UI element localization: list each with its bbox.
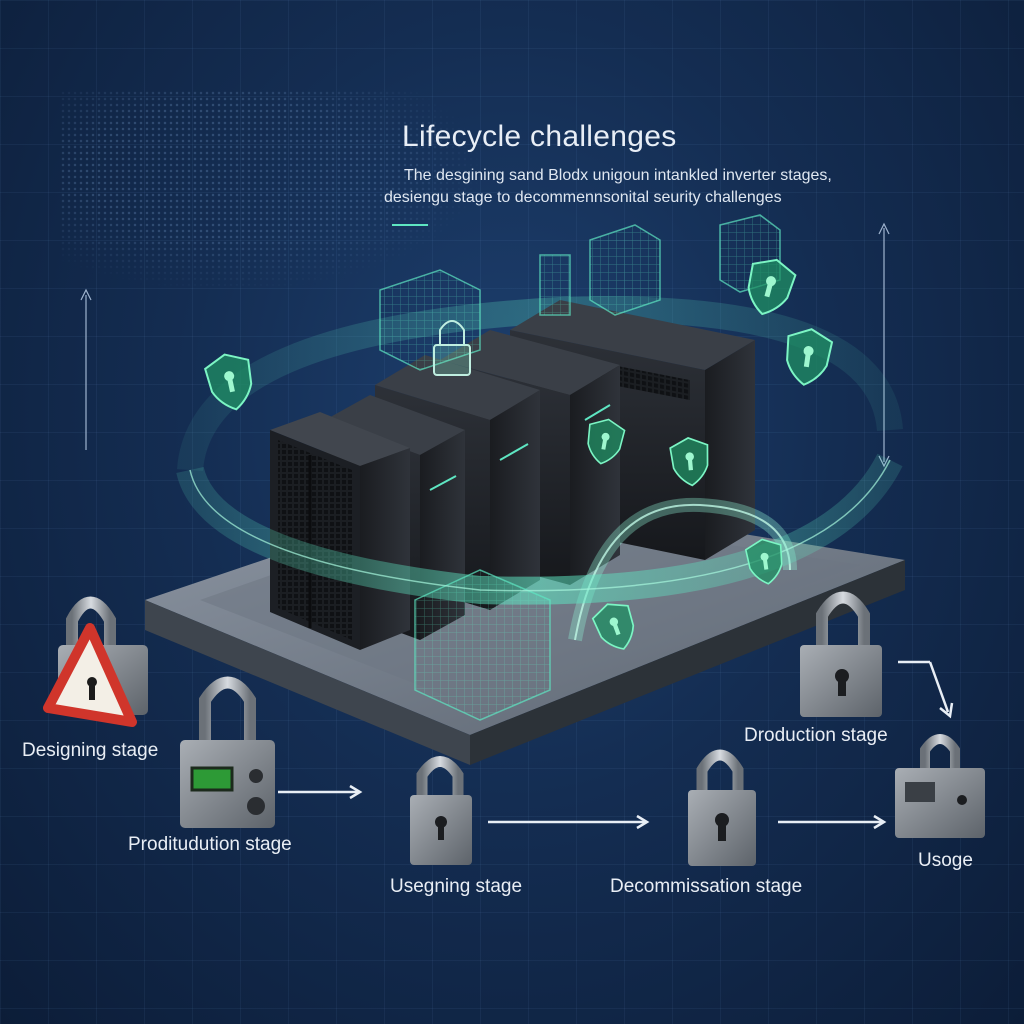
padlock-icon	[688, 749, 756, 866]
server-rack-front	[270, 412, 410, 650]
title-accent-line	[392, 224, 428, 226]
flow-arrow	[488, 814, 650, 830]
padlock-icon	[410, 756, 472, 865]
padlock-icon	[800, 591, 882, 717]
stage-label-using: Usegning stage	[390, 876, 523, 897]
stage-label-designing: Designing stage	[22, 740, 159, 761]
usage-padlock-icon	[895, 734, 985, 838]
flow-arrow	[278, 784, 363, 800]
subtitle-line-1: The desgining sand Blodx unigoun intankl…	[404, 167, 832, 184]
digital-padlock-icon	[180, 676, 275, 828]
guide-arrow-left	[80, 288, 92, 450]
flow-arrow-diagonal	[898, 660, 954, 719]
stage-label-production: Proditudution stage	[128, 834, 292, 855]
diagram-title: Lifecycle challenges	[402, 120, 677, 153]
holographic-boxes	[379, 214, 781, 721]
world-map-dots	[60, 90, 480, 290]
diagram-subtitle: The desgining sand Blodx unigoun intankl…	[384, 165, 924, 209]
stage-label-usage: Usoge	[918, 850, 973, 871]
subtitle-line-2: desiengu stage to decommennsonital seuri…	[384, 189, 782, 206]
stage-label-production-right: Droduction stage	[744, 725, 888, 746]
stage-label-decommission: Decommissation stage	[610, 876, 803, 897]
flow-arrow	[778, 814, 887, 830]
warning-padlock-icon	[43, 596, 148, 727]
hologram-lock-icon	[433, 320, 471, 376]
